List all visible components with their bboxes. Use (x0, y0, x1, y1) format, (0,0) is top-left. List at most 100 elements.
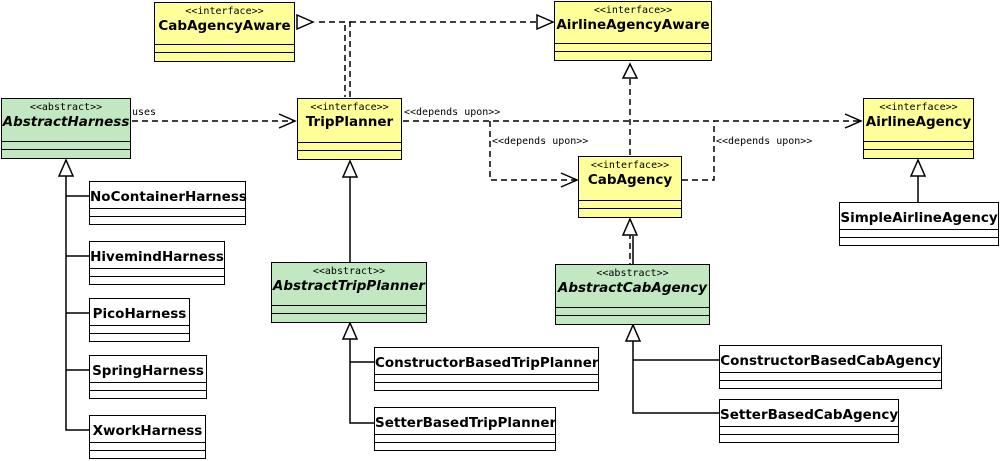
operation-separator (555, 51, 711, 52)
spring-harness-class[interactable]: SpringHarness (89, 355, 207, 399)
constructor-based-trip-planner-class[interactable]: ConstructorBasedTripPlanner (374, 347, 599, 391)
trip-planner-impl-line (349, 339, 374, 424)
cab-agency-aware-class[interactable]: <<interface>> CabAgencyAware (154, 2, 295, 62)
attribute-separator (90, 325, 189, 326)
attribute-separator (375, 374, 598, 375)
operation-separator (375, 442, 555, 443)
abstract-trip-planner-class[interactable]: <<abstract>> AbstractTripPlanner (271, 262, 427, 323)
class-name: SetterBasedCabAgency (720, 407, 899, 423)
operation-separator (375, 382, 598, 383)
operation-separator (272, 313, 426, 314)
stereotype-label: <<interface>> (879, 102, 958, 113)
stereotype-label: <<abstract>> (312, 266, 386, 277)
operation-separator (720, 380, 941, 381)
airline-agency-triangle (909, 158, 927, 177)
attribute-separator (272, 305, 426, 306)
stereotype-label: <<abstract>> (29, 102, 103, 113)
operation-separator (579, 208, 681, 209)
abstract-trip-planner-triangle (341, 321, 359, 340)
abstract-harness-class[interactable]: <<abstract>> AbstractHarness (1, 98, 131, 159)
uses-label: uses (132, 107, 157, 118)
operation-separator (90, 450, 205, 451)
stereotype-label: <<interface>> (593, 5, 673, 16)
setter-based-trip-planner-class[interactable]: SetterBasedTripPlanner (374, 407, 556, 451)
attribute-separator (720, 426, 898, 427)
operation-separator (155, 52, 294, 53)
class-name: NoContainerHarness (90, 189, 247, 205)
hivemind-harness-class[interactable]: HivemindHarness (89, 241, 225, 285)
class-name: ConstructorBasedTripPlanner (375, 355, 599, 371)
cab-agency-triangle (621, 217, 639, 236)
operation-separator (864, 149, 973, 150)
abstract-cab-agency-class[interactable]: <<abstract>> AbstractCabAgency (555, 264, 710, 325)
class-name: AbstractHarness (2, 114, 130, 130)
pico-harness-class[interactable]: PicoHarness (89, 298, 190, 342)
trip-planner-class[interactable]: <<interface>> TripPlanner (297, 98, 402, 160)
setter-based-cab-agency-class[interactable]: SetterBasedCabAgency (719, 399, 899, 443)
depends-cab-airline-line (682, 121, 715, 181)
depends-upon-label-cab-airline: <<depends upon>> (716, 136, 813, 147)
class-name: SpringHarness (92, 363, 204, 379)
class-name: AbstractCabAgency (557, 280, 708, 296)
operation-separator (298, 150, 401, 151)
class-name: TripPlanner (305, 114, 394, 130)
class-name: PicoHarness (92, 306, 187, 322)
class-name: SimpleAirlineAgency (840, 210, 998, 226)
attribute-separator (375, 434, 555, 435)
depends-upon-label-trip-cab: <<depends upon>> (492, 136, 589, 147)
operation-separator (2, 149, 130, 150)
class-name: AirlineAgencyAware (556, 17, 710, 33)
attribute-separator (90, 208, 245, 209)
operation-separator (90, 216, 245, 217)
class-name: CabAgencyAware (158, 18, 291, 34)
operation-separator (556, 315, 709, 316)
airline-agency-aware-class[interactable]: <<interface>> AirlineAgencyAware (554, 1, 712, 61)
attribute-separator (579, 200, 681, 201)
trip-planner-triangle (341, 159, 359, 178)
class-name: HivemindHarness (90, 249, 224, 265)
airline-agency-aware-arrowhead (536, 13, 555, 31)
cab-agency-impl-line (632, 341, 719, 414)
attribute-separator (864, 141, 973, 142)
stereotype-label: <<interface>> (310, 102, 389, 113)
attribute-separator (90, 268, 224, 269)
cab-agency-aware-arrowhead (296, 13, 315, 31)
class-name: XworkHarness (92, 423, 203, 439)
operation-separator (90, 333, 189, 334)
attribute-separator (556, 307, 709, 308)
operation-separator (840, 237, 998, 238)
operation-separator (90, 276, 224, 277)
attribute-separator (90, 442, 205, 443)
stereotype-label: <<abstract>> (596, 268, 669, 279)
stereotype-label: <<interface>> (185, 6, 264, 17)
operation-separator (90, 390, 206, 391)
depends-upon-label-trip-airline: <<depends upon>> (404, 107, 501, 118)
harness-inheritance-line (65, 176, 90, 431)
class-name: AbstractTripPlanner (272, 278, 426, 294)
attribute-separator (840, 229, 998, 230)
attribute-separator (555, 43, 711, 44)
stereotype-label: <<interface>> (590, 160, 670, 171)
attribute-separator (2, 141, 130, 142)
abstract-cab-agency-triangle (624, 323, 642, 342)
class-name: ConstructorBasedCabAgency (720, 353, 941, 369)
attribute-separator (720, 372, 941, 373)
class-name: AirlineAgency (865, 114, 972, 130)
depends-trip-cab-line (489, 121, 576, 181)
simple-airline-agency-class[interactable]: SimpleAirlineAgency (839, 202, 999, 246)
no-container-harness-class[interactable]: NoContainerHarness (89, 181, 247, 225)
attribute-separator (298, 142, 401, 143)
airline-agency-class[interactable]: <<interface>> AirlineAgency (863, 98, 974, 159)
xwork-harness-class[interactable]: XworkHarness (89, 415, 206, 459)
attribute-separator (90, 382, 206, 383)
class-name: CabAgency (587, 172, 673, 188)
airline-agency-aware-triangle (621, 62, 639, 79)
abstract-harness-triangle (57, 158, 75, 177)
operation-separator (720, 434, 898, 435)
attribute-separator (155, 44, 294, 45)
constructor-based-cab-agency-class[interactable]: ConstructorBasedCabAgency (719, 345, 942, 389)
class-name: SetterBasedTripPlanner (375, 415, 557, 431)
cab-agency-class[interactable]: <<interface>> CabAgency (578, 156, 682, 218)
